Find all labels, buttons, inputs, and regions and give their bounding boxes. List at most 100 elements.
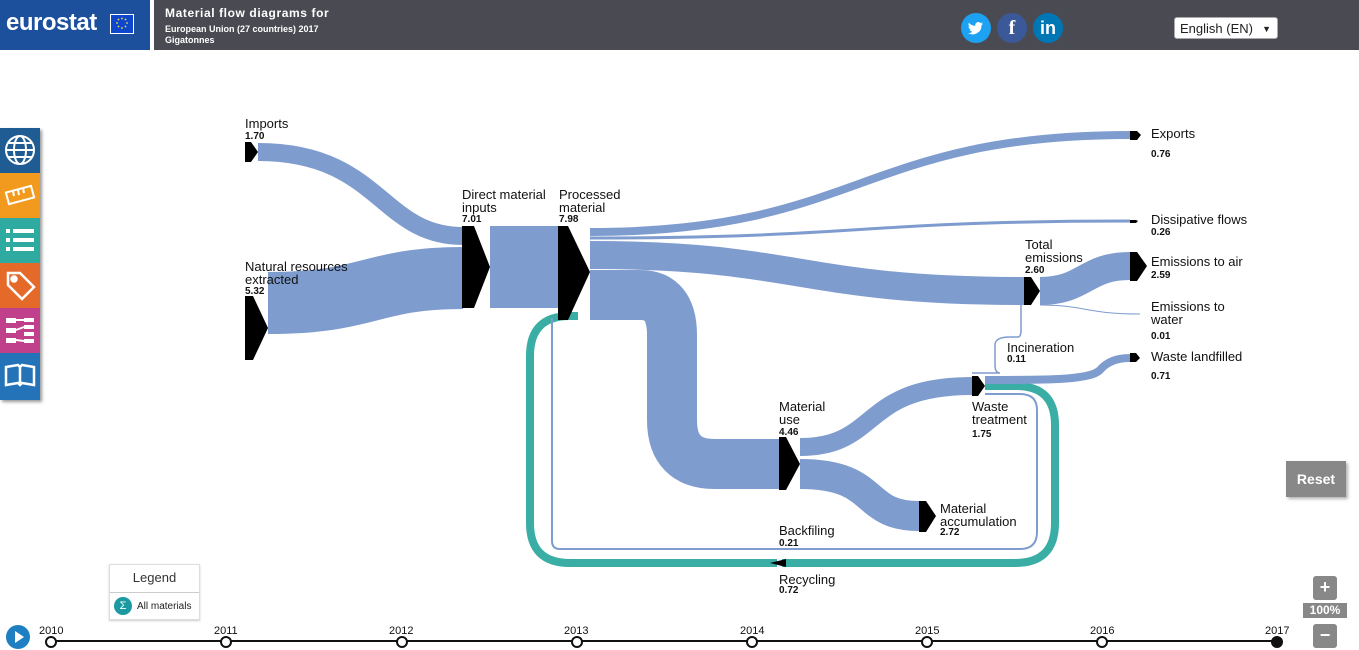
total-emissions-label-2: emissions (1025, 250, 1083, 265)
flow-total-emissions (589, 241, 1025, 305)
emissions-water-label-2: water (1151, 312, 1183, 327)
waste-landfilled-value: 0.71 (1151, 371, 1171, 382)
flow-dissipative (589, 219, 1131, 240)
backfilling-value: 0.21 (779, 538, 799, 549)
imports-value: 1.70 (245, 131, 265, 142)
language-select[interactable]: English (EN) ▼ (1174, 17, 1278, 39)
language-value: English (EN) (1180, 21, 1253, 36)
book-icon[interactable] (0, 353, 40, 400)
timeline-year-2015[interactable]: 2015 (915, 625, 940, 637)
timeline-year-2017[interactable]: 2017 (1265, 625, 1290, 637)
twitter-icon[interactable] (961, 13, 991, 43)
tag-icon[interactable] (0, 263, 40, 308)
incineration-label: Incineration (1007, 340, 1075, 355)
node-waste-treatment (972, 376, 985, 396)
timeline-year-2014[interactable]: 2014 (740, 625, 765, 637)
waste-landfilled-label: Waste landfilled (1151, 349, 1243, 364)
node-material-use (779, 437, 800, 490)
flow-accumulation (799, 459, 920, 531)
eurostat-logo[interactable]: eurostat (0, 0, 150, 50)
waste-treatment-label-2: treatment (972, 412, 1027, 427)
unit-label: Gigatonnes (165, 35, 215, 45)
timeline-year-2013[interactable]: 2013 (564, 625, 589, 637)
timeline-dot-2014[interactable] (746, 636, 758, 648)
flow-imports (257, 143, 464, 245)
page-subtitle: European Union (27 countries) 2017 (165, 24, 319, 34)
dmi-label: Direct material (462, 187, 546, 202)
list-icon[interactable] (0, 218, 40, 263)
eu-flag-icon (110, 14, 134, 34)
logo-separator (150, 0, 154, 50)
legend-item-all-materials[interactable]: All materials (137, 601, 192, 612)
timeline-dot-2010[interactable] (45, 636, 57, 648)
node-processed (558, 226, 590, 320)
timeline-dot-2016[interactable] (1096, 636, 1108, 648)
processed-value: 7.98 (559, 214, 579, 225)
backfilling-label: Backfiling (779, 523, 835, 538)
emissions-air-label: Emissions to air (1151, 254, 1243, 269)
sigma-icon[interactable]: Σ (114, 597, 132, 615)
processed-label-2: material (559, 200, 606, 215)
node-total-emissions (1024, 277, 1040, 305)
flow-exports (589, 131, 1131, 236)
emissions-water-label: Emissions to (1151, 299, 1225, 314)
timeline-year-2011[interactable]: 2011 (214, 625, 238, 637)
node-dissipative (1130, 220, 1138, 223)
side-navigation (0, 128, 40, 400)
legend-title: Legend (132, 570, 177, 585)
imports-label: Imports (245, 116, 289, 131)
zoom-out-button[interactable]: − (1313, 624, 1337, 648)
processed-label: Processed (559, 187, 621, 202)
zoom-in-button[interactable]: + (1313, 576, 1337, 600)
timeline-year-2010[interactable]: 2010 (39, 625, 64, 637)
ruler-icon[interactable] (0, 173, 40, 218)
exports-value: 0.76 (1151, 149, 1171, 160)
exports-label: Exports (1151, 126, 1196, 141)
legend-panel: Legend Σ All materials (109, 564, 200, 620)
node-emissions-air (1130, 252, 1147, 281)
dissipative-value: 0.26 (1151, 227, 1171, 238)
node-exports (1130, 131, 1141, 140)
node-natural-resources (245, 296, 268, 360)
dissipative-label: Dissipative flows (1151, 212, 1248, 227)
recycling-value: 0.72 (779, 585, 799, 596)
incineration-value: 0.11 (1007, 354, 1026, 365)
material-accumulation-value: 2.72 (940, 527, 960, 538)
chevron-down-icon: ▼ (1262, 24, 1271, 34)
emissions-water-value: 0.01 (1151, 331, 1171, 342)
page-title: Material flow diagrams for (165, 6, 330, 20)
linkedin-icon[interactable]: in (1033, 13, 1063, 43)
node-recycling (770, 559, 786, 567)
emissions-air-value: 2.59 (1151, 270, 1171, 281)
flow-emissions-air (1039, 252, 1131, 305)
timeline-dot-2013[interactable] (571, 636, 583, 648)
flow-recycling (526, 312, 777, 567)
node-material-accumulation (919, 501, 936, 532)
dmi-label-2: inputs (462, 200, 497, 215)
flow-icon[interactable] (0, 308, 40, 353)
waste-treatment-value: 1.75 (972, 429, 992, 440)
natural-resources-label-2: extracted (245, 272, 299, 287)
waste-treatment-label: Waste (972, 399, 1009, 414)
logo-text: eurostat (6, 9, 97, 36)
play-icon[interactable] (6, 625, 30, 649)
facebook-icon[interactable]: f (997, 13, 1027, 43)
reset-button[interactable]: Reset (1286, 461, 1346, 497)
timeline-dot-2015[interactable] (921, 636, 933, 648)
timeline-track[interactable] (50, 640, 1278, 642)
timeline-dot-2017[interactable] (1271, 636, 1283, 648)
timeline-dot-2011[interactable] (220, 636, 232, 648)
timeline-year-2016[interactable]: 2016 (1090, 625, 1115, 637)
node-dmi (462, 226, 490, 308)
material-use-value: 4.46 (779, 427, 799, 438)
timeline-dot-2012[interactable] (396, 636, 408, 648)
timeline-year-2012[interactable]: 2012 (389, 625, 414, 637)
node-imports (245, 142, 258, 162)
header-bar: eurostat Material flow diagrams for Euro… (0, 0, 1359, 50)
flow-backfilling (551, 318, 785, 550)
natural-resources-value: 5.32 (245, 286, 265, 297)
total-emissions-label: Total (1025, 237, 1053, 252)
material-use-label-2: use (779, 412, 800, 427)
legend-divider (110, 592, 199, 593)
globe-icon[interactable] (0, 128, 40, 173)
